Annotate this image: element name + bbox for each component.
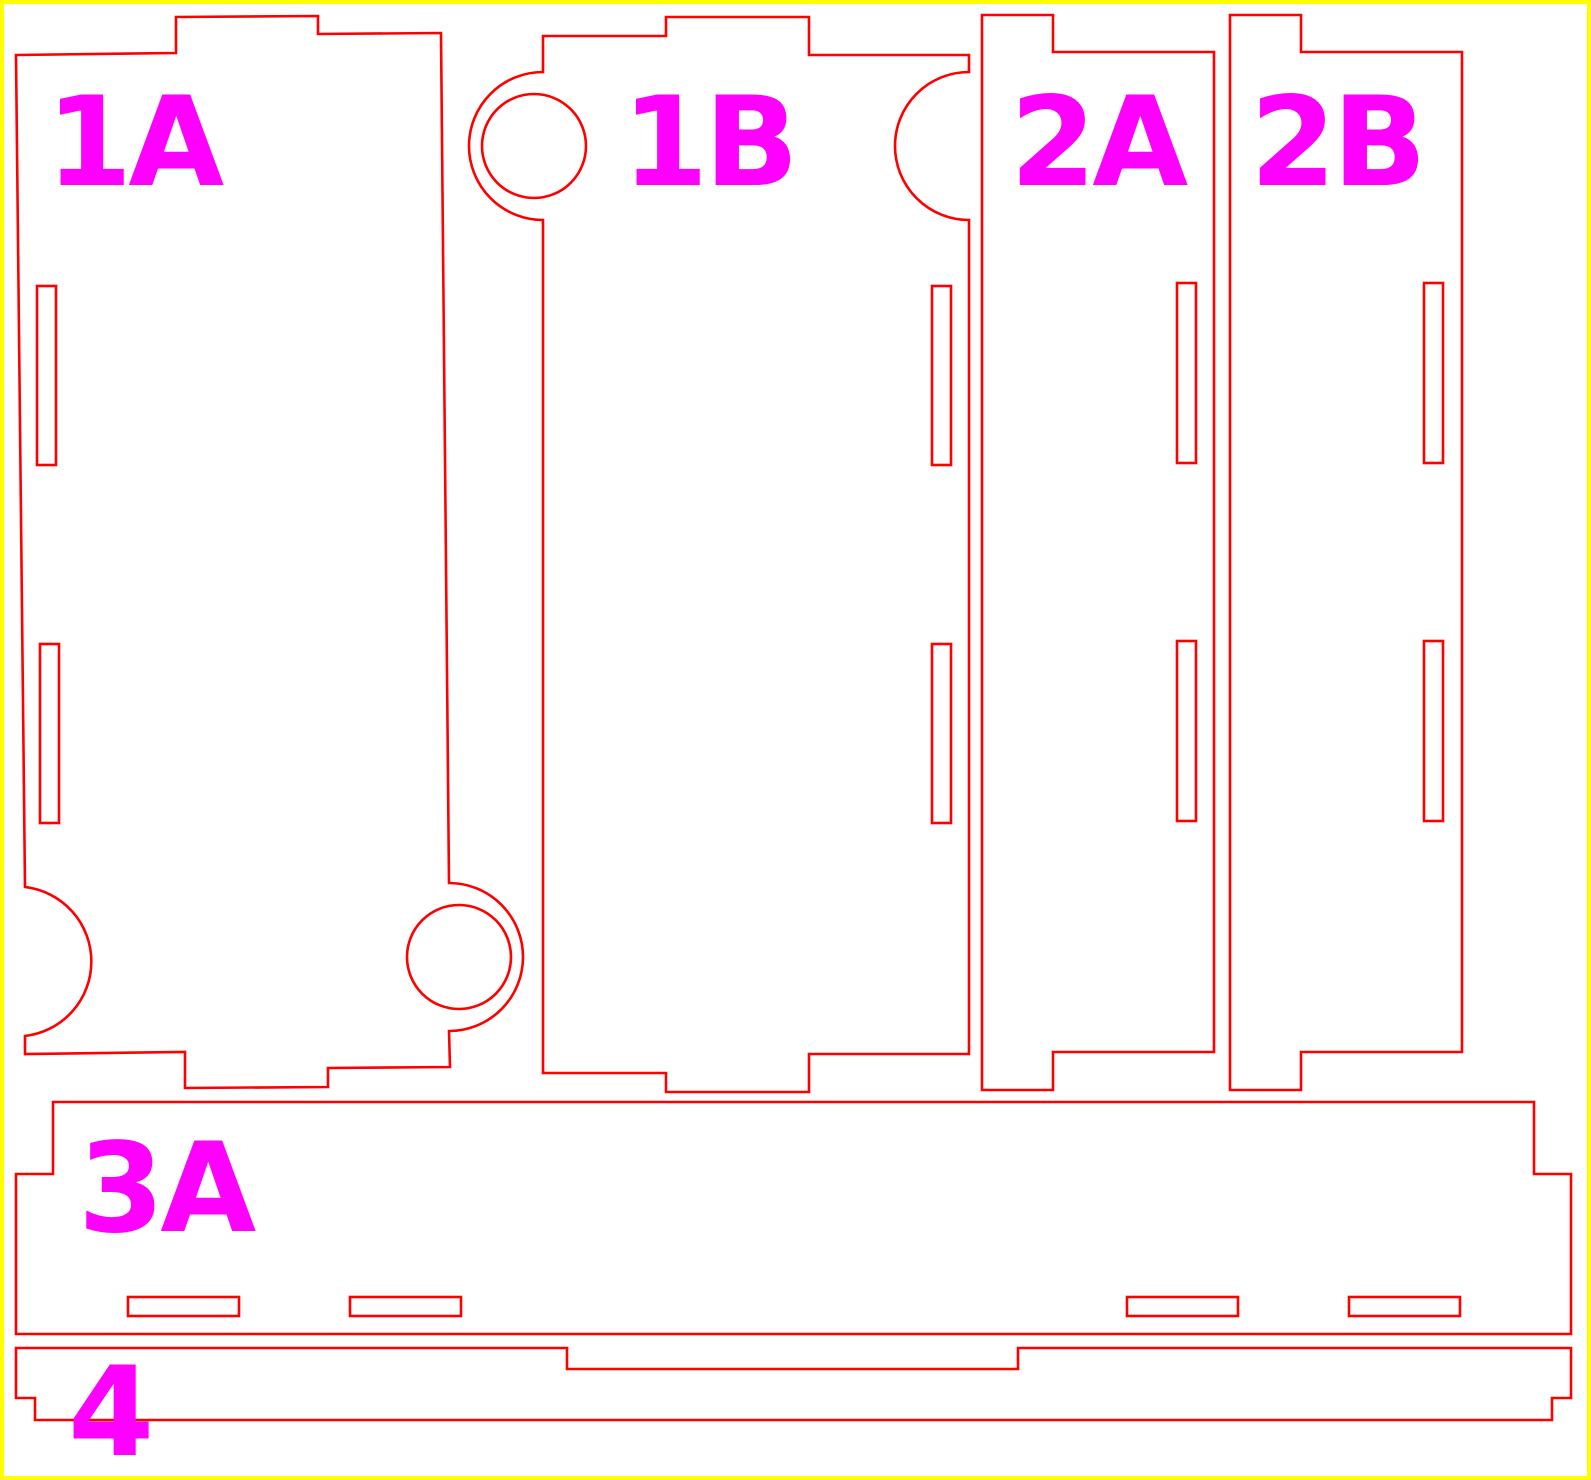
part-4-label: 4	[68, 1341, 150, 1480]
part-2a-slot-top	[1175, 281, 1198, 465]
part-3a-slot-4	[1347, 1295, 1462, 1318]
part-2b-slot-bottom	[1422, 639, 1445, 823]
part-2a: 2A	[980, 13, 1216, 1092]
part-3a-slot-3	[1125, 1295, 1240, 1318]
part-2b-label: 2B	[1250, 71, 1423, 215]
part-4: 4	[14, 1341, 1573, 1480]
part-1b-outline	[467, 15, 971, 1094]
part-2b-outline	[1228, 13, 1464, 1092]
part-1a-outline	[14, 14, 525, 1090]
part-1a-slot-bottom	[38, 642, 61, 825]
part-2a-outline	[980, 13, 1216, 1092]
part-3a-label: 3A	[78, 1117, 256, 1261]
part-1b-hole	[480, 92, 588, 200]
part-1b: 1B	[467, 15, 971, 1094]
part-2b-slot-top	[1422, 281, 1445, 465]
part-1a-label: 1A	[46, 71, 224, 215]
part-1b-slot-bottom	[930, 642, 953, 825]
part-1a: 1A	[14, 14, 525, 1090]
part-1b-slot-top	[930, 284, 953, 467]
part-3a-slot-2	[348, 1295, 463, 1318]
part-4-outline	[14, 1346, 1573, 1422]
part-1a-hole	[405, 903, 513, 1011]
part-2b: 2B	[1228, 13, 1464, 1092]
part-3a-slot-1	[126, 1295, 241, 1318]
part-3a: 3A	[14, 1100, 1573, 1336]
part-2a-slot-bottom	[1175, 639, 1198, 823]
part-3a-outline	[14, 1100, 1573, 1336]
part-1b-label: 1B	[622, 71, 795, 215]
part-1a-slot-top	[35, 284, 58, 467]
part-2a-label: 2A	[1010, 71, 1188, 215]
